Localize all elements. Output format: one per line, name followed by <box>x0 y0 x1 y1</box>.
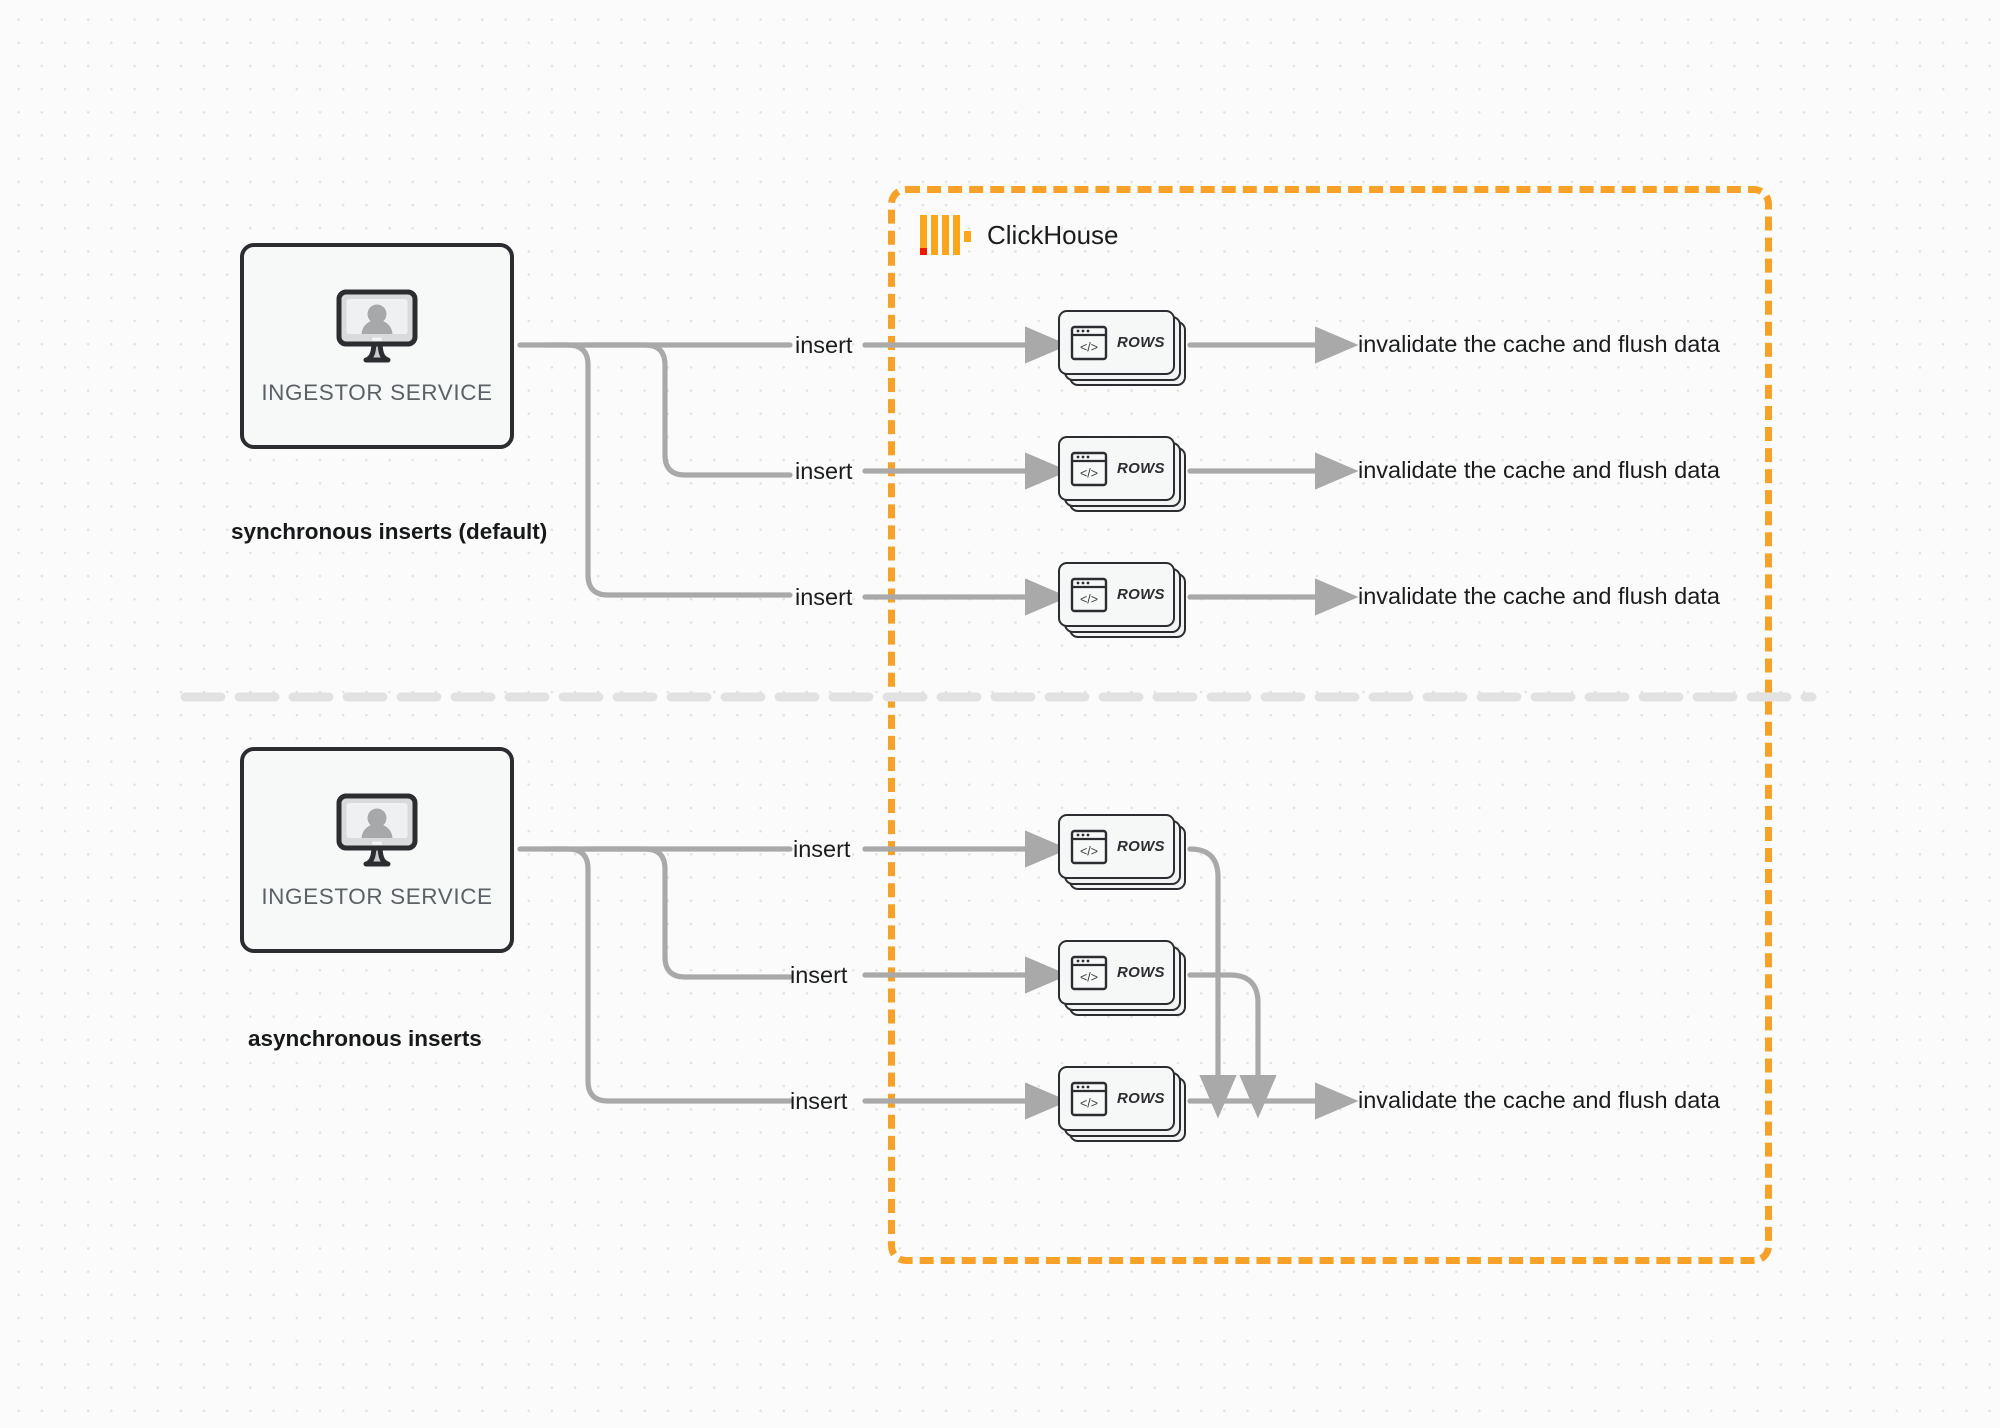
monitor-user-icon <box>336 793 418 867</box>
rows-card[interactable]: </> ROWS <box>1058 814 1175 879</box>
edge-sync-2-branch <box>582 342 793 478</box>
clickhouse-brand: ClickHouse <box>920 215 1119 255</box>
result-label-async-merged: invalidate the cache and flush data <box>1358 1087 1720 1113</box>
code-window-icon: </> <box>1070 325 1108 360</box>
rows-node-sync-2[interactable]: </> ROWS <box>1058 436 1186 512</box>
ingestor-service-sync[interactable]: INGESTOR SERVICE <box>240 243 514 449</box>
svg-text:</>: </> <box>1080 466 1098 480</box>
edge-sync-3-branch <box>542 342 793 598</box>
edge-label-async-insert-2: insert <box>790 962 848 988</box>
code-window-icon: </> <box>1070 955 1108 990</box>
code-window-icon: </> <box>1070 451 1108 486</box>
rows-node-sync-1[interactable]: </> ROWS <box>1058 310 1186 386</box>
section-label-asynchronous: asynchronous inserts <box>248 1026 482 1051</box>
edge-label-async-insert-3: insert <box>790 1088 848 1114</box>
result-label-sync-2: invalidate the cache and flush data <box>1358 457 1720 483</box>
rows-card[interactable]: </> ROWS <box>1058 1066 1175 1131</box>
clickhouse-brand-label: ClickHouse <box>987 219 1119 250</box>
rows-card[interactable]: </> ROWS <box>1058 940 1175 1005</box>
rows-node-label: ROWS <box>1117 838 1165 855</box>
edge-label-sync-insert-1: insert <box>795 332 853 358</box>
rows-node-label: ROWS <box>1117 1090 1165 1107</box>
rows-node-label: ROWS <box>1117 334 1165 351</box>
rows-node-async-3[interactable]: </> ROWS <box>1058 1066 1186 1142</box>
clickhouse-logo <box>920 215 971 255</box>
rows-card[interactable]: </> ROWS <box>1058 436 1175 501</box>
monitor-user-icon <box>336 289 418 363</box>
rows-node-async-1[interactable]: </> ROWS <box>1058 814 1186 890</box>
rows-node-async-2[interactable]: </> ROWS <box>1058 940 1186 1016</box>
edge-async-merge-2 <box>1187 972 1277 1119</box>
edge-async-3-branch <box>542 846 793 1104</box>
ingestor-service-async[interactable]: INGESTOR SERVICE <box>240 747 514 953</box>
ingestor-caption: INGESTOR SERVICE <box>261 884 493 909</box>
result-label-sync-3: invalidate the cache and flush data <box>1358 583 1720 609</box>
rows-node-label: ROWS <box>1117 460 1165 477</box>
code-window-icon: </> <box>1070 577 1108 612</box>
edge-async-2-branch <box>582 846 793 980</box>
result-label-sync-1: invalidate the cache and flush data <box>1358 331 1720 357</box>
rows-card[interactable]: </> ROWS <box>1058 562 1175 627</box>
svg-text:</>: </> <box>1080 844 1098 858</box>
rows-card[interactable]: </> ROWS <box>1058 310 1175 375</box>
svg-text:</>: </> <box>1080 970 1098 984</box>
edge-async-merge-1 <box>1187 846 1237 1119</box>
section-label-synchronous: synchronous inserts (default) <box>231 519 548 544</box>
edge-label-sync-insert-3: insert <box>795 584 853 610</box>
svg-text:</>: </> <box>1080 340 1098 354</box>
svg-text:</>: </> <box>1080 592 1098 606</box>
rows-node-label: ROWS <box>1117 586 1165 603</box>
ingestor-caption: INGESTOR SERVICE <box>261 380 493 405</box>
code-window-icon: </> <box>1070 829 1108 864</box>
edge-label-sync-insert-2: insert <box>795 458 853 484</box>
edge-label-async-insert-1: insert <box>793 836 851 862</box>
code-window-icon: </> <box>1070 1081 1108 1116</box>
rows-node-label: ROWS <box>1117 964 1165 981</box>
rows-node-sync-3[interactable]: </> ROWS <box>1058 562 1186 638</box>
svg-text:</>: </> <box>1080 1096 1098 1110</box>
